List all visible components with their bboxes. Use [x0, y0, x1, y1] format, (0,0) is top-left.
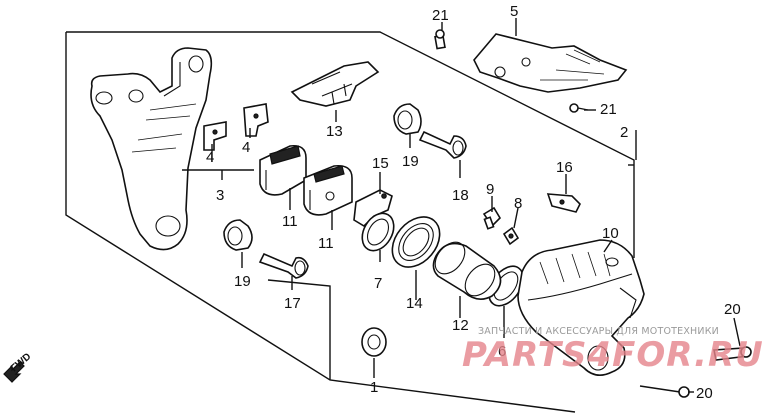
- caliper-body: [517, 239, 645, 376]
- callout-16: 16: [556, 159, 573, 176]
- callout-labels: 1 2 3 4 4 5 6 7 8 9 10 11 11 12 13 14 15…: [206, 3, 741, 402]
- assembly-outline: [65, 31, 635, 413]
- caliper-bracket: [90, 47, 213, 251]
- callout-11-right: 11: [318, 235, 334, 252]
- pad-retainer-left: [203, 121, 227, 151]
- callout-4-left: 4: [206, 149, 214, 166]
- pin-boot-upper: [393, 103, 422, 135]
- callout-19-lower: 19: [234, 273, 251, 290]
- callout-21-upper: 21: [432, 7, 449, 24]
- callout-17: 17: [284, 295, 301, 312]
- callout-20-lower: 20: [696, 385, 713, 402]
- bolt-20-upper: [713, 346, 752, 361]
- callout-9: 9: [486, 181, 494, 198]
- callout-11-left: 11: [282, 213, 298, 230]
- brake-pad-left: [259, 144, 307, 196]
- callout-6: 6: [498, 343, 506, 360]
- watermark-caption: ЗАПЧАСТИ И АКСЕССУАРЫ ДЛЯ МОТОТЕХНИКИ: [478, 326, 719, 337]
- watermark: ЗАПЧАСТИ И АКСЕССУАРЫ ДЛЯ МОТОТЕХНИКИ PA…: [462, 326, 764, 375]
- callout-7: 7: [374, 275, 382, 292]
- leader-lines: [182, 18, 741, 393]
- callout-5: 5: [510, 3, 518, 20]
- brake-pad-right: [303, 164, 353, 216]
- pad-pin-plug: [546, 193, 581, 213]
- callout-3: 3: [216, 187, 224, 204]
- pin-boot-lower: [223, 219, 253, 251]
- callout-21-lower: 21: [600, 101, 617, 118]
- bolt-21-upper: [434, 29, 446, 50]
- callout-1: 1: [370, 379, 378, 396]
- callout-18: 18: [452, 187, 469, 204]
- callout-10: 10: [602, 225, 619, 242]
- seal-7: [361, 212, 395, 252]
- bleeder-cap: [502, 226, 520, 246]
- fwd-label: FWD: [9, 351, 34, 374]
- slide-pin-lower: [258, 252, 309, 279]
- pad-spring: [290, 61, 380, 107]
- callout-20-upper: 20: [724, 301, 741, 318]
- callout-15: 15: [372, 155, 389, 172]
- slide-pin-upper: [418, 130, 467, 159]
- callout-12: 12: [452, 317, 469, 334]
- washer: [361, 327, 387, 357]
- caliper-piston: [432, 241, 502, 300]
- callout-13: 13: [326, 123, 343, 140]
- callout-8: 8: [514, 195, 522, 212]
- watermark-brand: PARTS4FOR.RU: [462, 335, 764, 375]
- bolt-20-lower: [639, 385, 690, 398]
- callout-4-right: 4: [242, 139, 250, 156]
- bleed-valve: [482, 206, 502, 230]
- bolt-21-lower: [569, 103, 589, 113]
- callout-2: 2: [620, 124, 628, 141]
- pad-retainer-right: [243, 103, 269, 137]
- dust-seal: [391, 216, 441, 268]
- fwd-direction-indicator: FWD: [3, 351, 34, 383]
- caliper-cover: [473, 33, 628, 93]
- callout-14: 14: [406, 295, 423, 312]
- callout-19-upper: 19: [402, 153, 419, 170]
